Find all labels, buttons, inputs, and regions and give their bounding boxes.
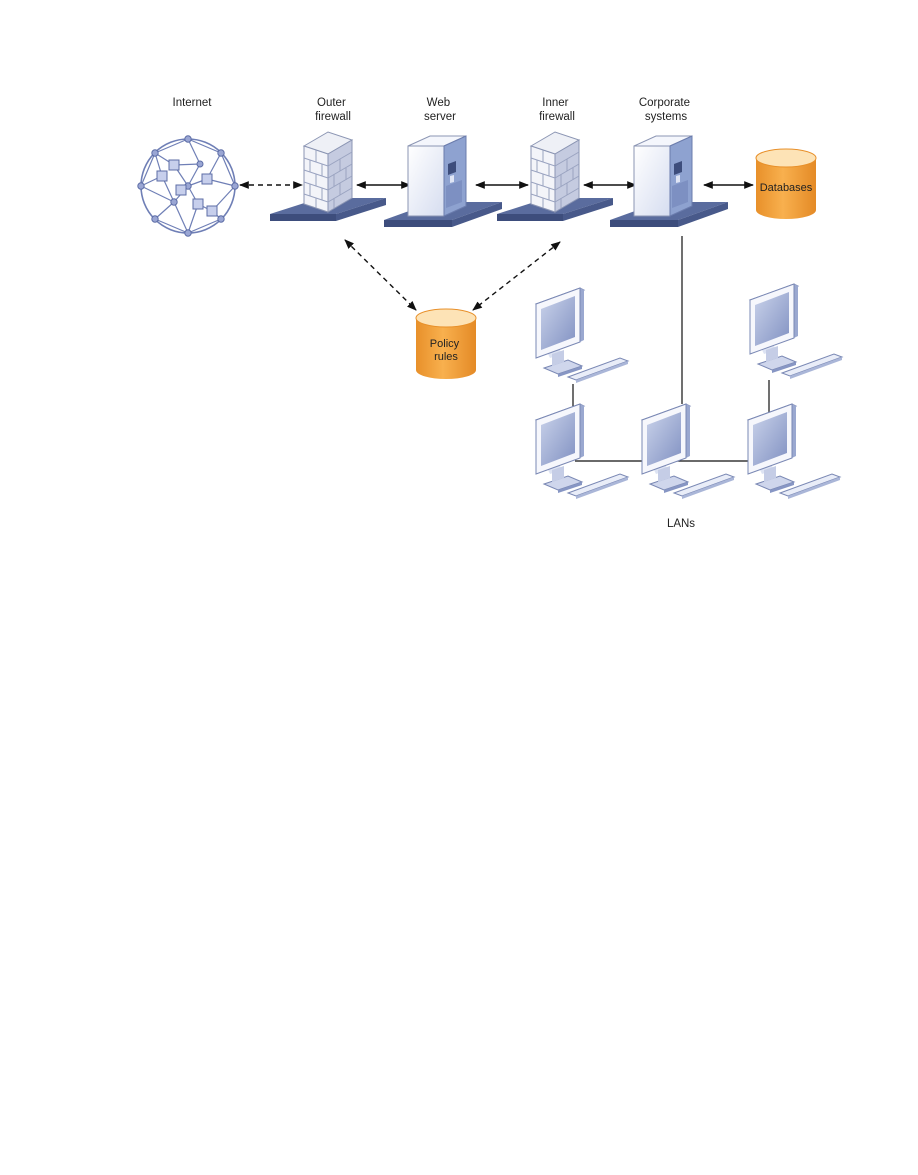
inner-firewall-to-policy-rules-link	[472, 241, 561, 311]
desktop-computer-icon	[641, 403, 735, 500]
inner-firewall-node: Inner firewall	[496, 97, 614, 222]
lans-label: LANs	[667, 518, 695, 530]
tower-server-icon	[383, 135, 503, 228]
outer-firewall-to-policy-rules-link	[344, 239, 417, 311]
brick-wall-firewall-icon	[269, 131, 387, 222]
tower-server-icon	[609, 135, 729, 228]
internet-label: Internet	[173, 97, 213, 109]
outer-firewall-node: Outer firewall	[269, 97, 387, 222]
network-globe-icon	[137, 135, 239, 237]
desktop-computer-icon	[747, 403, 841, 500]
web-server-label: Web server	[424, 97, 456, 123]
desktop-computer-icon	[749, 283, 843, 380]
internet-node: Internet	[137, 97, 239, 237]
policy-rules-node: Policy rules	[415, 308, 477, 380]
databases-node: Databases	[755, 148, 817, 220]
outer-firewall-label: Outer firewall	[315, 97, 351, 123]
desktop-computer-icon	[535, 287, 629, 384]
corporate-systems-label: Corporate systems	[639, 97, 693, 123]
databases-label: Databases	[760, 182, 813, 194]
connections	[239, 181, 775, 462]
corporate-systems-node: Corporate systems	[609, 97, 729, 228]
policy-rules-label: Policy rules	[430, 338, 462, 363]
web-server-node: Web server	[383, 97, 503, 228]
brick-wall-firewall-icon	[496, 131, 614, 222]
desktop-computer-icon	[535, 403, 629, 500]
lan-group: LANs	[535, 283, 843, 530]
inner-firewall-label: Inner firewall	[539, 97, 575, 123]
